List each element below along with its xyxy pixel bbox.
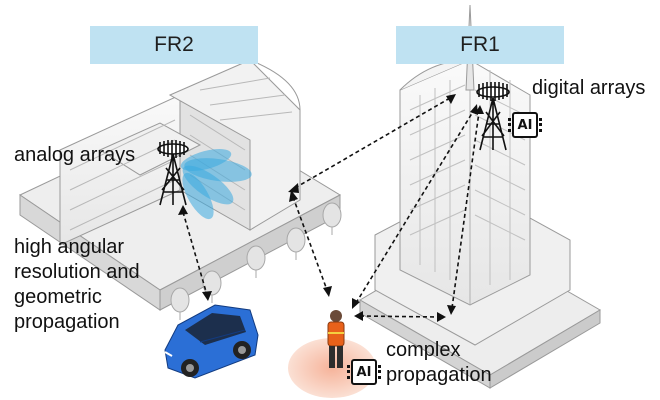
complex-propagation-label: complex propagation bbox=[386, 338, 492, 388]
arrow-building-user bbox=[292, 196, 328, 291]
analog-arrays-label: analog arrays bbox=[14, 144, 136, 166]
ai-chip-icon: AI bbox=[347, 359, 381, 385]
arrow-tower-ground bbox=[451, 111, 480, 309]
complex-line-2: propagation bbox=[386, 364, 492, 386]
arrow-tower-user bbox=[355, 109, 475, 304]
complex-line-1: complex bbox=[386, 339, 461, 361]
right-building bbox=[359, 4, 601, 389]
digital-arrays-label: digital arrays bbox=[532, 77, 646, 99]
arrow-building-tower bbox=[294, 97, 451, 189]
high-angular-label: high angular resolution and geometric pr… bbox=[14, 235, 140, 335]
arrow-heads bbox=[178, 94, 484, 322]
digital-antenna-icon bbox=[476, 82, 510, 151]
high-angular-line-2: resolution and bbox=[14, 261, 140, 283]
arrow-tower-car bbox=[182, 211, 208, 296]
fr2-band: FR2 bbox=[90, 26, 258, 64]
high-angular-line-1: high angular bbox=[14, 236, 125, 258]
pedestrian-icon bbox=[327, 310, 345, 368]
propagation-arrows bbox=[182, 97, 480, 318]
high-angular-line-4: propagation bbox=[14, 311, 120, 333]
arrow-ground-user bbox=[359, 315, 441, 318]
car-icon bbox=[164, 304, 259, 379]
fr1-band: FR1 bbox=[396, 26, 564, 64]
ai-chip-icon: AI bbox=[508, 112, 542, 138]
analog-antenna-icon bbox=[157, 140, 252, 220]
trees bbox=[170, 202, 342, 320]
high-angular-line-3: geometric bbox=[14, 286, 102, 308]
